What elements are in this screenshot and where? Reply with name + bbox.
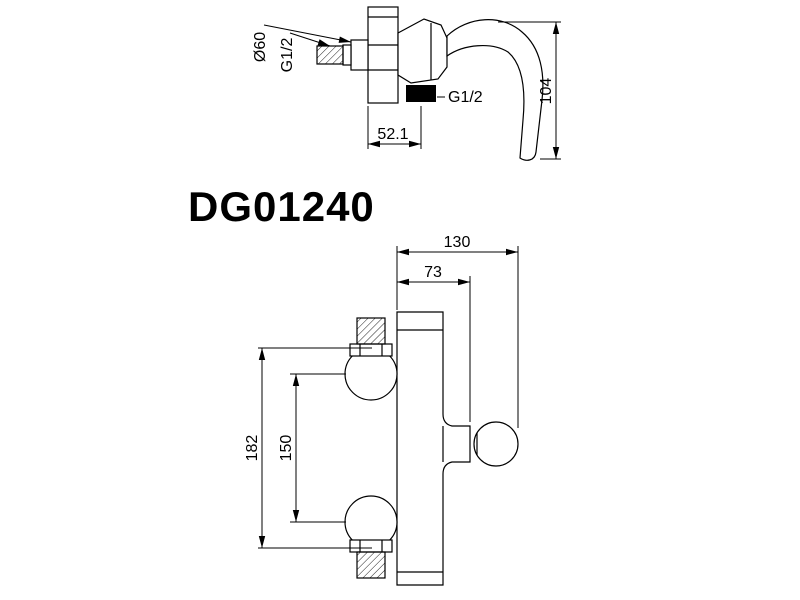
inlet-thread-label: G1/2: [279, 38, 296, 73]
side-knob: [473, 421, 519, 467]
outlet-thread-callout: G1/2: [437, 89, 483, 106]
dim-height-overall-label: 182: [244, 435, 261, 462]
dim-width-overall: 130: [396, 234, 519, 428]
inlet-thread-callout: G1/2: [279, 32, 331, 73]
model-number: DG01240: [188, 183, 375, 230]
flange-diameter-label: Ø60: [252, 32, 269, 62]
handle-side: [446, 19, 544, 161]
front-body: [396, 311, 471, 586]
top-thread: [356, 317, 386, 345]
flange-leader-line: [263, 24, 352, 43]
bottom-thread: [356, 551, 386, 579]
dim-height-104: 104: [498, 21, 561, 160]
inlet-nut: [350, 39, 369, 71]
flange-diameter-callout: Ø60: [252, 24, 352, 62]
dim-offset: 52.1: [367, 106, 422, 149]
side-view: G1/2 Ø60 G1/2 52.1 104: [252, 6, 561, 161]
valve-housing: [397, 18, 448, 84]
dim-width-body: 73: [397, 264, 471, 422]
bottom-union: [344, 495, 398, 579]
bottom-nut: [349, 539, 393, 553]
dim-width-overall-label: 130: [444, 234, 471, 251]
dim-height-overall: 182: [244, 347, 372, 549]
body-column: [367, 6, 399, 104]
inlet-thread-leader-line: [289, 32, 331, 47]
dim-offset-label: 52.1: [377, 126, 408, 143]
top-union: [344, 317, 398, 401]
outlet-thread-label: G1/2: [448, 89, 483, 106]
top-nut: [349, 343, 393, 357]
dim-width-body-label: 73: [424, 264, 442, 281]
front-view: 130 73 182 150: [244, 234, 519, 586]
dim-height-centers: 150: [278, 373, 346, 523]
outlet-spout: [406, 85, 436, 102]
dim-height-label: 104: [538, 78, 555, 105]
dim-height-centers-label: 150: [278, 435, 295, 462]
inlet-thread: [316, 45, 344, 65]
inlet-washer: [342, 44, 352, 66]
